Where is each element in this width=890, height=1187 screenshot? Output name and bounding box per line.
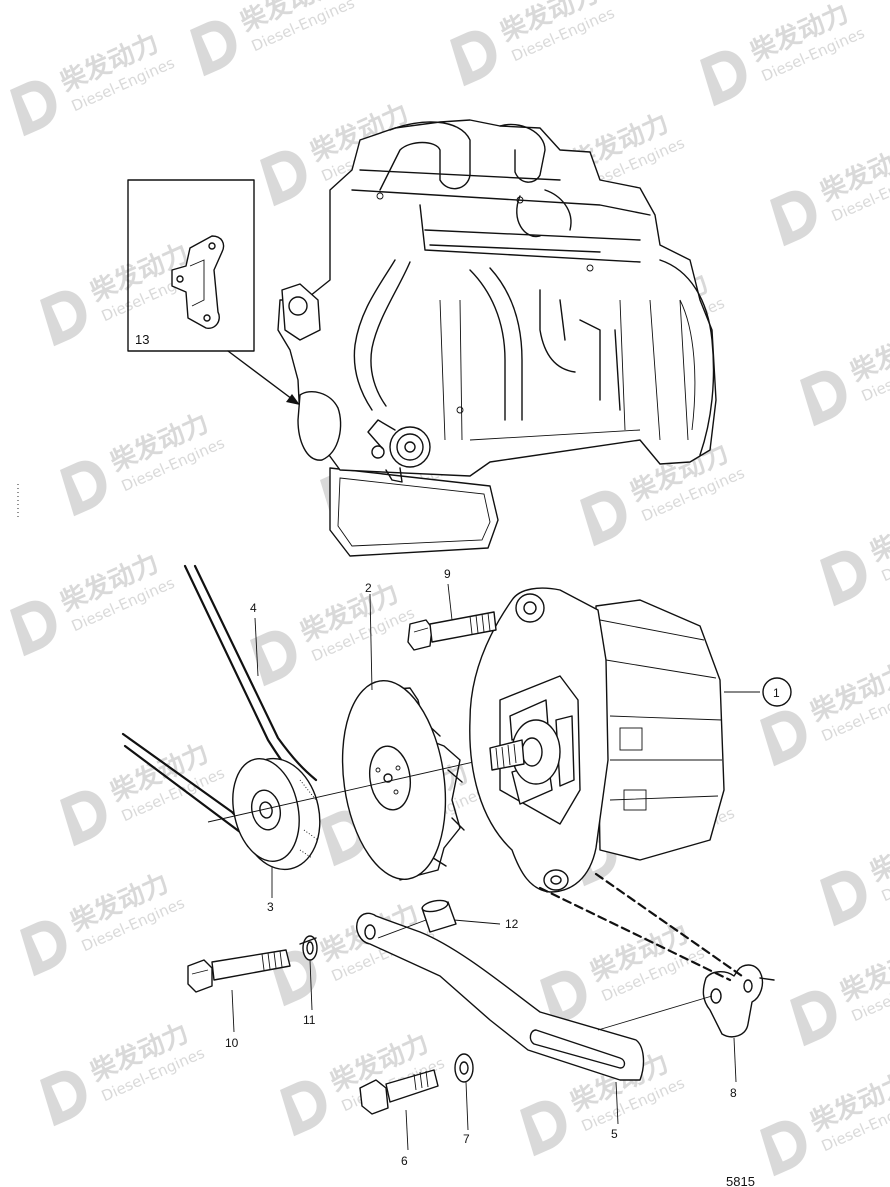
watermark-logo xyxy=(20,920,67,977)
watermark-logo xyxy=(10,600,57,657)
bolt-part-9 xyxy=(407,611,497,651)
washer-part-7 xyxy=(454,1053,474,1083)
watermark-logo xyxy=(280,1080,327,1137)
watermark-logo xyxy=(700,50,747,107)
callout-13: 13 xyxy=(135,332,149,347)
bolt-part-6 xyxy=(359,1069,439,1115)
pulley-part-3 xyxy=(232,757,321,871)
watermark-logo xyxy=(760,710,807,767)
callout-8: 8 xyxy=(730,1086,737,1100)
adjusting-arm-part-5 xyxy=(356,912,645,1081)
callout-12: 12 xyxy=(505,917,519,931)
watermark-logo xyxy=(820,870,867,927)
watermark-logo xyxy=(450,30,497,87)
callout-11: 11 xyxy=(303,1013,316,1027)
watermark-logo xyxy=(40,290,87,347)
bolt-part-10 xyxy=(187,949,291,993)
callout-leaders xyxy=(231,583,792,1151)
callout-9: 9 xyxy=(444,567,451,581)
watermark-logo xyxy=(260,150,307,207)
watermark-logo xyxy=(250,630,297,687)
watermark-logo xyxy=(540,970,587,1027)
watermark-logo xyxy=(10,80,57,137)
watermark-logo xyxy=(520,1100,567,1157)
inset-bracket-13: 13 xyxy=(127,179,300,405)
watermark-logo xyxy=(760,1120,807,1177)
watermark-brand-cn: 柴发动力 xyxy=(865,497,890,568)
figure-number: 5815 xyxy=(726,1174,755,1187)
watermark-logo xyxy=(190,20,237,77)
callout-6: 6 xyxy=(401,1154,408,1168)
callout-3: 3 xyxy=(267,900,274,914)
watermark-logo xyxy=(60,460,107,517)
callout-10: 10 xyxy=(225,1036,239,1050)
watermark-logo xyxy=(790,990,837,1047)
alternator-part-1 xyxy=(469,587,725,893)
watermark-logo xyxy=(820,550,867,607)
watermark-logo xyxy=(60,790,107,847)
watermark-logo xyxy=(800,370,847,427)
callout-2: 2 xyxy=(365,581,372,595)
watermark-logo xyxy=(580,490,627,547)
watermark-logo xyxy=(770,190,817,247)
spring-washer-part-11 xyxy=(299,935,318,961)
callout-7: 7 xyxy=(463,1132,470,1146)
spacer-part-12 xyxy=(421,899,457,933)
callout-5: 5 xyxy=(611,1127,618,1141)
engine-illustration xyxy=(277,119,717,557)
watermark-logo xyxy=(40,1070,87,1127)
bracket-part-8 xyxy=(702,964,775,1038)
callout-1: 1 xyxy=(773,686,780,700)
callout-4: 4 xyxy=(250,601,257,615)
watermark-brand-cn: 柴发动力 xyxy=(865,817,890,888)
